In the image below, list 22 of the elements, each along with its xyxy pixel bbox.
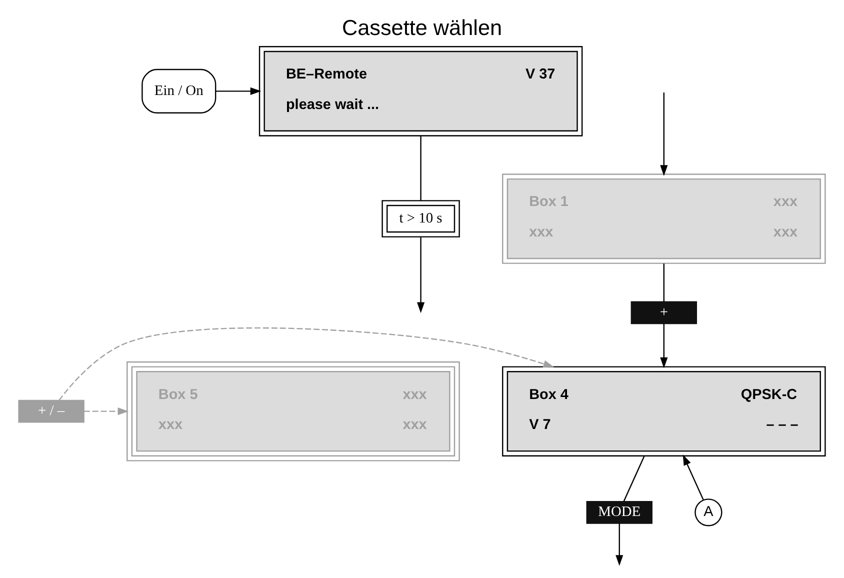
node-box: Box 5 xxx xxx xxx xyxy=(126,361,460,462)
arrow xyxy=(84,408,129,416)
arrow xyxy=(682,454,704,500)
node-circle: A xyxy=(694,498,722,526)
arrow xyxy=(660,92,668,176)
arrow xyxy=(58,327,554,401)
connector xyxy=(663,264,665,302)
connector xyxy=(623,456,645,502)
node-box: BE–Remote V 37 please wait ... xyxy=(258,46,583,136)
connector xyxy=(420,136,422,201)
node-box: Ein / On xyxy=(142,68,216,114)
arrow xyxy=(616,523,624,566)
node-box: Box 1 xxx xxx xxx xyxy=(502,174,826,264)
diagram-title: Cassette wählen xyxy=(342,15,502,40)
node-box: t > 10 s xyxy=(382,200,460,238)
node-box: MODE xyxy=(586,501,652,524)
arrow xyxy=(660,324,668,368)
node-box: + / – xyxy=(18,400,84,423)
arrow xyxy=(417,237,425,314)
node-box: Box 4 QPSK-C V 7 – – – xyxy=(502,366,826,456)
arrow xyxy=(216,87,262,95)
node-box: + xyxy=(630,301,697,324)
